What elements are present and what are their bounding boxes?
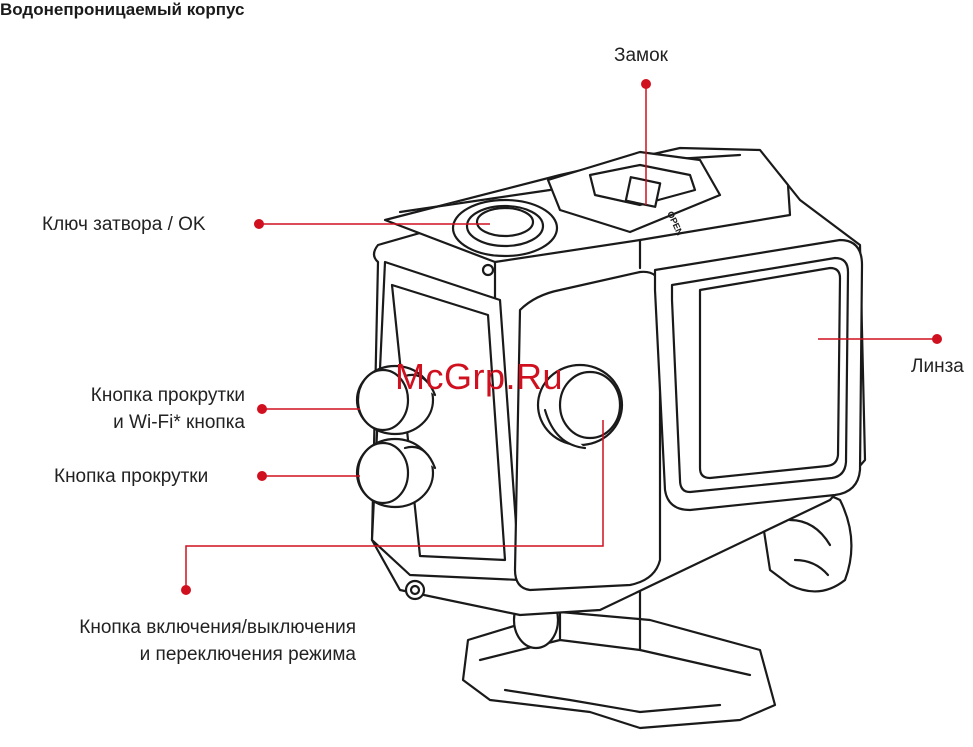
label-lock: Замок bbox=[614, 42, 668, 69]
label-scroll-wifi: Кнопка прокрутки и Wi-Fi* кнопка bbox=[40, 382, 245, 436]
power-dot bbox=[181, 585, 191, 595]
lock-dot bbox=[641, 79, 651, 89]
scroll-dot bbox=[257, 471, 267, 481]
label-scroll-wifi-line1: Кнопка прокрутки bbox=[40, 382, 245, 409]
shutter-dot bbox=[254, 219, 264, 229]
label-scroll-wifi-line2: и Wi-Fi* кнопка bbox=[40, 409, 245, 436]
watermark: McGrp.Ru bbox=[395, 356, 563, 398]
scroll-wifi-dot bbox=[257, 404, 267, 414]
label-lens: Линза bbox=[911, 353, 964, 380]
label-scroll: Кнопка прокрутки bbox=[54, 463, 208, 490]
lens-dot bbox=[932, 334, 942, 344]
label-power: Кнопка включения/выключения и переключен… bbox=[20, 614, 356, 668]
label-shutter: Ключ затвора / OK bbox=[42, 211, 206, 238]
label-power-line1: Кнопка включения/выключения bbox=[20, 614, 356, 641]
label-power-line2: и переключения режима bbox=[20, 641, 356, 668]
